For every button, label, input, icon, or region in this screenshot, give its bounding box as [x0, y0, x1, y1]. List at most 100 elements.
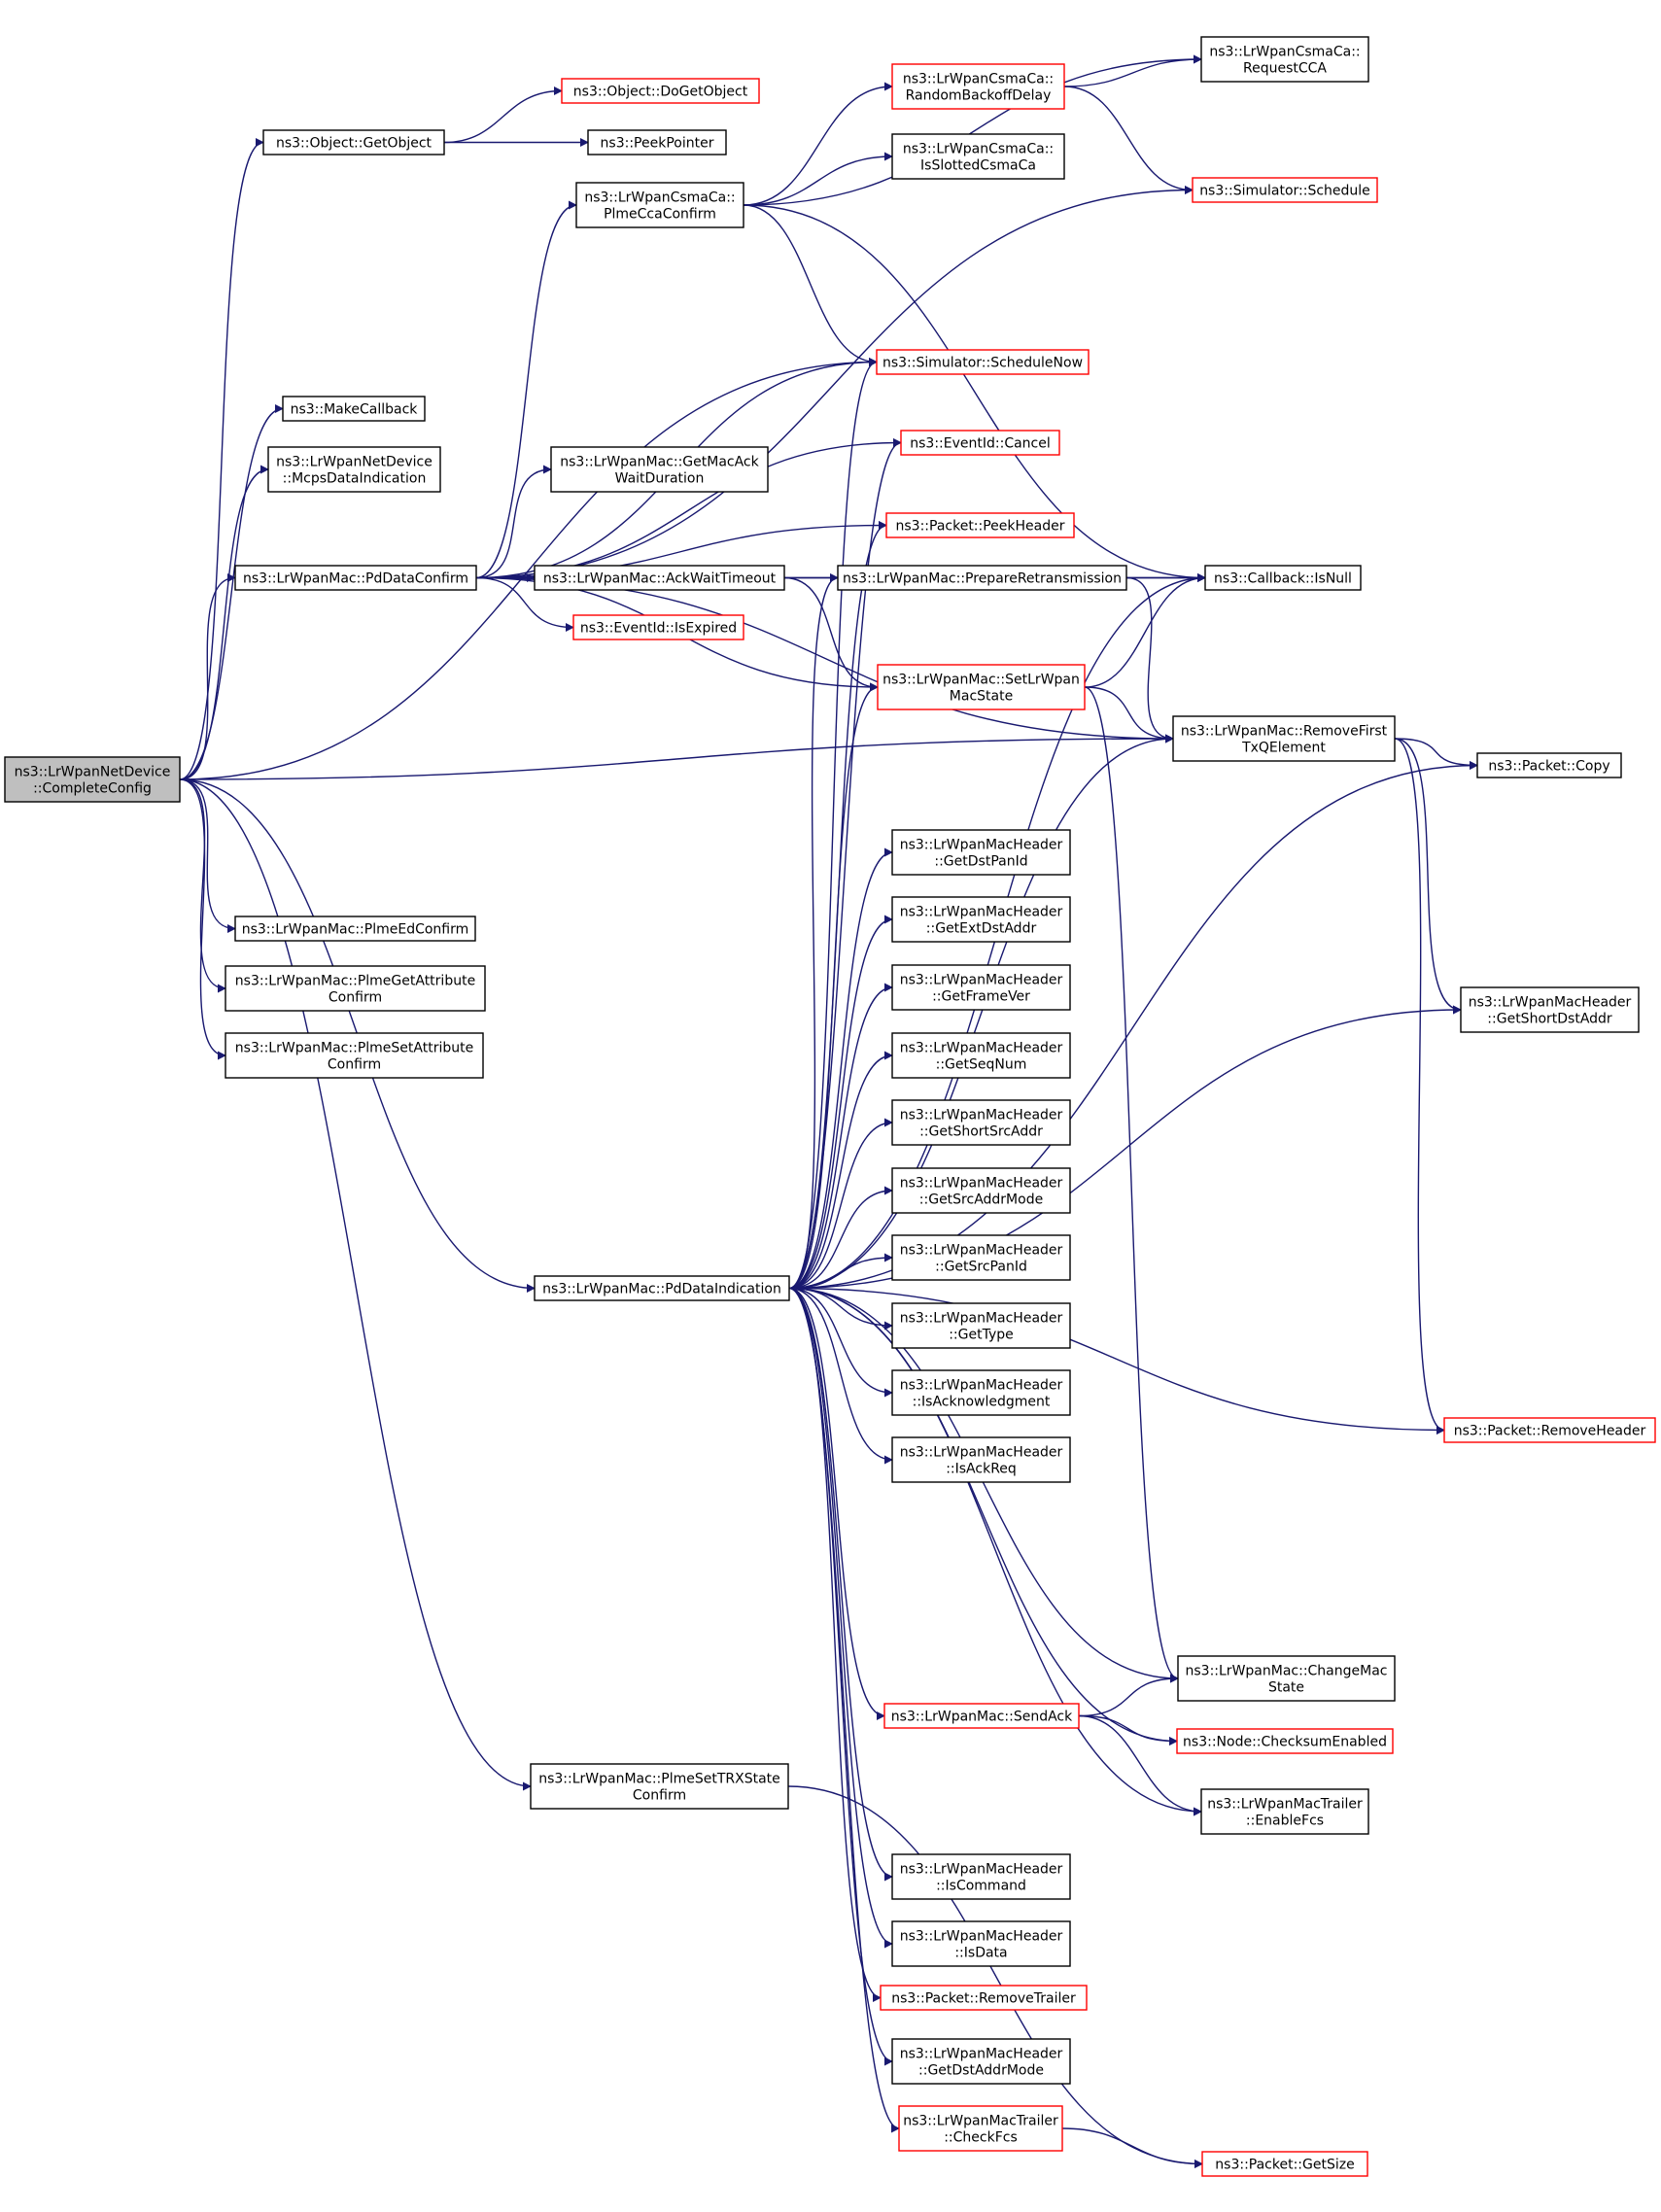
node-box — [282, 396, 426, 422]
node-label: ns3::Packet::RemoveHeader — [1454, 1424, 1646, 1439]
function-node[interactable]: ns3::Packet::RemoveTrailer — [880, 1985, 1088, 2011]
call-edge-n33-n45 — [788, 1287, 893, 1949]
function-node[interactable]: ns3::LrWpanMacHeader::GetSeqNum — [891, 1032, 1071, 1079]
node-label: WaitDuration — [615, 471, 705, 487]
call-nodes: ns3::LrWpanNetDevice::CompleteConfigns3:… — [4, 36, 1656, 2177]
node-label: ns3::LrWpanMacHeader — [900, 1929, 1063, 1945]
function-node[interactable]: ns3::LrWpanMacHeader::GetSrcAddrMode — [891, 1167, 1071, 1214]
function-node[interactable]: ns3::LrWpanMacHeader::IsData — [891, 1920, 1071, 1967]
node-box — [1177, 1655, 1396, 1702]
function-node[interactable]: ns3::LrWpanMacHeader::GetType — [891, 1302, 1071, 1349]
function-node[interactable]: ns3::Callback::IsNull — [1204, 565, 1362, 591]
node-label: ns3::Packet::RemoveTrailer — [891, 1991, 1076, 2007]
call-edge-n33-n46 — [788, 1287, 882, 2002]
function-node[interactable]: ns3::LrWpanMacHeader::GetSrcPanId — [891, 1234, 1071, 1281]
node-label: ns3::LrWpanCsmaCa:: — [903, 72, 1054, 87]
function-node[interactable]: ns3::Object::GetObject — [262, 129, 445, 156]
function-node[interactable]: ns3::Packet::PeekHeader — [885, 512, 1075, 538]
function-node[interactable]: ns3::LrWpanCsmaCa::PlmeCcaConfirm — [575, 182, 744, 228]
node-label: ns3::LrWpanMacTrailer — [1207, 1797, 1363, 1813]
call-edge-n33-n44 — [788, 1287, 893, 1882]
node-box — [234, 565, 477, 591]
node-box — [534, 565, 785, 591]
call-edge-n40-n39 — [1078, 1674, 1179, 1717]
function-node[interactable]: ns3::LrWpanCsmaCa::RandomBackoffDelay — [891, 63, 1065, 110]
node-box — [891, 896, 1071, 943]
node-label: ns3::LrWpanMacHeader — [900, 1243, 1063, 1259]
function-node[interactable]: ns3::LrWpanMacHeader::GetDstAddrMode — [891, 2038, 1071, 2085]
call-edge-n33-n40 — [788, 1287, 885, 1720]
call-edge-n0-n5 — [179, 465, 269, 780]
node-label: State — [1268, 1680, 1304, 1696]
call-edge-n0-n25 — [179, 778, 226, 1060]
node-label: ::EnableFcs — [1246, 1814, 1324, 1829]
node-label: ns3::Packet::Copy — [1488, 759, 1609, 775]
call-edge-n21-n38 — [1394, 738, 1445, 1434]
function-node[interactable]: ns3::MakeCallback — [282, 396, 426, 422]
function-node[interactable]: ns3::LrWpanMac::PdDataConfirm — [234, 565, 477, 591]
node-label: ns3::Simulator::ScheduleNow — [882, 356, 1083, 371]
function-node[interactable]: ns3::LrWpanMacHeader::GetShortSrcAddr — [891, 1099, 1071, 1146]
function-node[interactable]: ns3::PeekPointer — [587, 129, 727, 156]
node-label: ::GetShortSrcAddr — [919, 1124, 1043, 1140]
node-box — [891, 1369, 1071, 1416]
function-node[interactable]: ns3::LrWpanMac::AckWaitTimeout — [534, 565, 785, 591]
function-node[interactable]: ns3::Packet::Copy — [1476, 752, 1622, 778]
node-box — [575, 182, 744, 228]
function-node[interactable]: ns3::EventId::Cancel — [900, 430, 1060, 456]
function-node[interactable]: ns3::LrWpanMac::SendAck — [883, 1703, 1080, 1729]
call-edge-n7-n10 — [743, 152, 893, 206]
node-box — [891, 1302, 1071, 1349]
node-box — [225, 1032, 484, 1079]
node-label: ns3::Simulator::Schedule — [1199, 184, 1370, 199]
function-node[interactable]: ns3::Simulator::Schedule — [1192, 177, 1378, 203]
call-edge-n0-n21 — [179, 734, 1174, 780]
node-box — [1200, 1788, 1369, 1835]
function-node[interactable]: ns3::LrWpanMacHeader::GetDstPanId — [891, 829, 1071, 876]
node-label: ::IsCommand — [936, 1879, 1026, 1894]
call-edge-n33-n48 — [788, 1287, 900, 2133]
function-node[interactable]: ns3::LrWpanMacHeader::IsCommand — [891, 1853, 1071, 1900]
call-edge-n33-n38 — [788, 1287, 1445, 1434]
function-node[interactable]: ns3::LrWpanMac::PdDataIndication — [534, 1275, 790, 1301]
node-box — [1201, 2151, 1368, 2177]
function-node[interactable]: ns3::LrWpanMacHeader::IsAckReq — [891, 1436, 1071, 1483]
function-node[interactable]: ns3::LrWpanMacHeader::GetExtDstAddr — [891, 896, 1071, 943]
function-node[interactable]: ns3::Object::DoGetObject — [561, 78, 760, 104]
node-box — [891, 63, 1065, 110]
function-node[interactable]: ns3::EventId::IsExpired — [572, 614, 744, 640]
function-node[interactable]: ns3::LrWpanMac::PlmeEdConfirm — [234, 916, 476, 942]
call-edge-n33-n30 — [788, 1051, 893, 1290]
function-node[interactable]: ns3::LrWpanMacHeader::GetShortDstAddr — [1460, 986, 1640, 1033]
function-node[interactable]: ns3::Packet::GetSize — [1201, 2151, 1368, 2177]
call-edge-n33-n39 — [788, 1287, 1179, 1683]
node-box — [898, 2105, 1063, 2152]
function-node[interactable]: ns3::LrWpanMacHeader::GetFrameVer — [891, 964, 1071, 1011]
node-label: ::GetDstPanId — [934, 854, 1027, 870]
node-box — [561, 78, 760, 104]
function-node[interactable]: ns3::LrWpanMac::PrepareRetransmission — [837, 565, 1127, 591]
function-node[interactable]: ns3::LrWpanCsmaCa::IsSlottedCsmaCa — [891, 133, 1065, 180]
node-label: ::GetExtDstAddr — [926, 921, 1037, 937]
function-node[interactable]: ns3::Node::ChecksumEnabled — [1176, 1728, 1394, 1754]
function-node[interactable]: ns3::LrWpanMacHeader::IsAcknowledgment — [891, 1369, 1071, 1416]
function-node[interactable]: ns3::LrWpanMacTrailer::EnableFcs — [1200, 1788, 1369, 1835]
node-label: ns3::Object::GetObject — [276, 136, 433, 152]
node-box — [891, 964, 1071, 1011]
function-node[interactable]: ns3::LrWpanNetDevice::McpsDataIndication — [267, 446, 441, 493]
node-label: ns3::LrWpanNetDevice — [276, 455, 433, 470]
function-node[interactable]: ns3::LrWpanMacTrailer::CheckFcs — [898, 2105, 1063, 2152]
function-node[interactable]: ns3::LrWpanCsmaCa::RequestCCA — [1200, 36, 1369, 83]
function-node[interactable]: ns3::Simulator::ScheduleNow — [876, 349, 1090, 375]
function-node[interactable]: ns3::Packet::RemoveHeader — [1443, 1417, 1656, 1443]
call-edge-n7-n12 — [743, 204, 878, 366]
call-edge-n17-n21 — [1125, 576, 1174, 743]
node-label: Confirm — [633, 1788, 686, 1804]
